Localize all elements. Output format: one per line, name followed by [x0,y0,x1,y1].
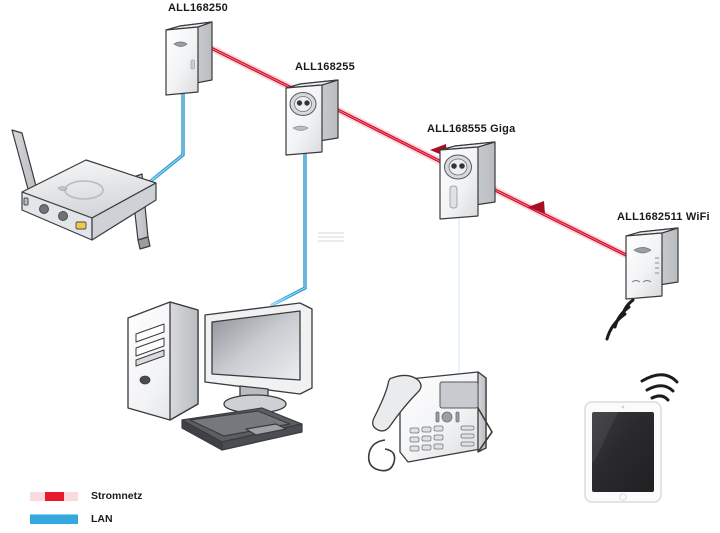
device-all168555giga[interactable] [439,141,496,220]
watermark-artifact [318,232,344,242]
connection-lan-255-monitor [270,150,307,307]
label-all168255: ALL168255 [295,61,355,73]
device-ip-phone[interactable] [367,371,493,472]
legend-item-stromnetz: Stromnetz [30,490,142,502]
wifi-icon-tablet [640,373,679,402]
label-all168250: ALL168250 [168,2,228,14]
device-desktop-pc[interactable] [127,301,199,421]
device-keyboard[interactable] [181,407,303,451]
legend-item-lan: LAN [30,513,113,525]
legend-swatch-powerline [30,491,78,501]
router-antenna-left [11,129,37,190]
device-all168255[interactable] [285,79,339,156]
phone-handset [372,374,422,432]
connection-lan-250-router [134,91,185,195]
device-all1682511wifi[interactable] [625,227,679,300]
legend-swatch-lan [30,514,78,524]
lan-connections [134,91,461,378]
powerline-connections [201,40,638,264]
device-tablet[interactable] [584,401,662,503]
device-router[interactable] [11,129,157,250]
legend-label-lan: LAN [91,513,113,525]
label-all168555-giga: ALL168555 Giga [427,123,516,135]
label-all1682511-wifi: ALL1682511 WiFi [617,211,710,223]
device-all168250[interactable] [165,21,213,96]
wifi-icon-adapter [605,298,635,341]
legend-label-stromnetz: Stromnetz [91,490,143,502]
connection-power-555-2511 [485,182,638,264]
device-monitor[interactable] [204,302,313,414]
